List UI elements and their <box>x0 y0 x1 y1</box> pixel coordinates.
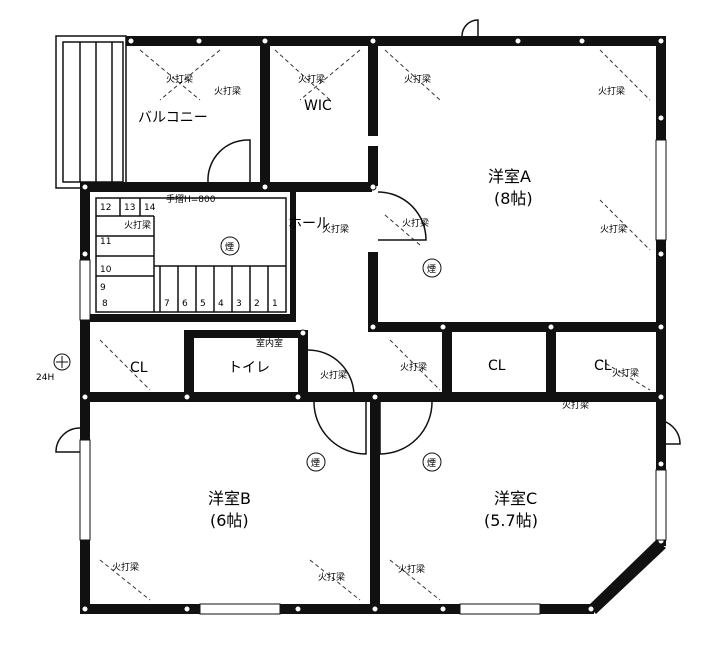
stair-step-1: 1 <box>272 299 278 309</box>
stair-step-11: 11 <box>100 237 111 247</box>
closet-label-right: CL <box>594 358 612 374</box>
stair-step-10: 10 <box>100 265 112 275</box>
svg-text:火打梁: 火打梁 <box>398 563 425 575</box>
smoke-label-b: 煙 <box>311 458 320 469</box>
room-a-name: 洋室A <box>488 167 531 186</box>
fire-beams <box>99 49 651 601</box>
smoke-detectors: 煙 煙 煙 煙 <box>220 236 442 472</box>
stair-step-9: 9 <box>100 283 106 293</box>
smoke-label-c: 煙 <box>427 458 436 469</box>
room-c-size: (5.7帖) <box>484 511 538 530</box>
svg-text:火打梁: 火打梁 <box>112 561 139 573</box>
svg-text:火打梁: 火打梁 <box>598 85 625 97</box>
smoke-label-a: 煙 <box>427 264 436 275</box>
stair-step-12: 12 <box>100 203 111 213</box>
windows <box>79 139 667 615</box>
svg-text:火打梁: 火打梁 <box>320 369 347 381</box>
doors <box>55 19 681 455</box>
stair-step-3: 3 <box>236 299 242 309</box>
balcony-label: バルコニー <box>138 110 208 126</box>
svg-text:火打梁: 火打梁 <box>318 571 345 583</box>
room-c-name: 洋室C <box>494 489 537 508</box>
room-a-size: (8帖) <box>494 189 533 208</box>
svg-text:火打梁: 火打梁 <box>404 73 431 85</box>
outlet-marker: 24H <box>36 353 71 383</box>
staircase <box>95 197 287 313</box>
svg-text:火打梁: 火打梁 <box>402 217 429 229</box>
fire-beam-labels: 火打梁 火打梁 火打梁 火打梁 火打梁 火打梁 火打梁 火打梁 火打梁 火打梁 … <box>112 73 639 583</box>
svg-text:火打梁: 火打梁 <box>600 223 627 235</box>
svg-text:火打梁: 火打梁 <box>298 73 325 85</box>
svg-text:火打梁: 火打梁 <box>400 361 427 373</box>
smoke-label-hall: 煙 <box>225 242 234 253</box>
pillars <box>81 37 665 613</box>
handrail-label: 手摺H=800 <box>166 193 216 205</box>
stair-step-6: 6 <box>182 299 188 309</box>
room-b-size: (6帖) <box>210 511 249 530</box>
stair-step-4: 4 <box>218 299 224 309</box>
interior-walls <box>80 36 660 614</box>
stair-numbers: 1 2 3 4 5 6 7 8 9 10 11 12 13 14 <box>100 203 278 309</box>
svg-text:火打梁: 火打梁 <box>612 367 639 379</box>
stair-step-7: 7 <box>164 299 170 309</box>
balcony-area <box>55 35 127 189</box>
closet-label-center: CL <box>488 358 506 374</box>
stair-step-5: 5 <box>200 299 206 309</box>
indoor-unit-label: 室内室 <box>256 337 283 349</box>
stair-step-14: 14 <box>144 203 156 213</box>
stair-step-13: 13 <box>124 203 135 213</box>
hall-label: ホール <box>288 216 330 232</box>
wic-label: WIC <box>304 98 332 114</box>
svg-text:火打梁: 火打梁 <box>166 73 193 85</box>
svg-text:火打梁: 火打梁 <box>562 399 589 411</box>
room-b-name: 洋室B <box>208 489 251 508</box>
svg-text:火打梁: 火打梁 <box>322 223 349 235</box>
closet-label-left: CL <box>130 360 148 376</box>
stair-step-8: 8 <box>102 299 108 309</box>
stair-step-2: 2 <box>254 299 260 309</box>
svg-text:火打梁: 火打梁 <box>124 219 151 231</box>
toilet-label: トイレ <box>228 360 270 376</box>
svg-text:火打梁: 火打梁 <box>214 85 241 97</box>
outlet-label: 24H <box>36 373 54 383</box>
